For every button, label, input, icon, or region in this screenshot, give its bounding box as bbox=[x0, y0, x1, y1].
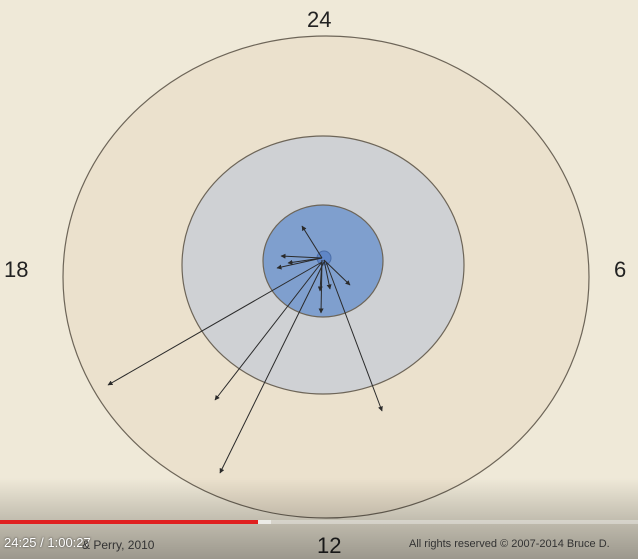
arrow-short-right-down bbox=[323, 259, 351, 286]
arrow-long-down-right bbox=[325, 261, 383, 412]
copyright-text: All rights reserved © 2007-2014 Bruce D. bbox=[409, 538, 610, 550]
arrow-long-left bbox=[107, 261, 323, 386]
label-6: 6 bbox=[614, 257, 627, 282]
arrow-short-up bbox=[301, 225, 323, 259]
video-progress-bar[interactable] bbox=[0, 520, 638, 524]
progress-played bbox=[0, 520, 258, 524]
arrow-short-left-1 bbox=[280, 253, 323, 259]
label-18: 18 bbox=[4, 257, 29, 282]
citation-text: & Perry, 2010 bbox=[82, 538, 155, 552]
arrow-long-down bbox=[219, 261, 325, 474]
arrow-short-left-3 bbox=[276, 257, 323, 270]
label-12: 12 bbox=[317, 533, 342, 558]
arrow-long-down-left bbox=[214, 261, 323, 401]
arrows bbox=[107, 225, 383, 474]
arrow-short-down-3 bbox=[323, 259, 332, 290]
arrow-short-down-2 bbox=[318, 259, 324, 314]
time-display: 24:25 / 1:00:27 bbox=[4, 535, 91, 550]
label-24: 24 bbox=[307, 7, 332, 32]
